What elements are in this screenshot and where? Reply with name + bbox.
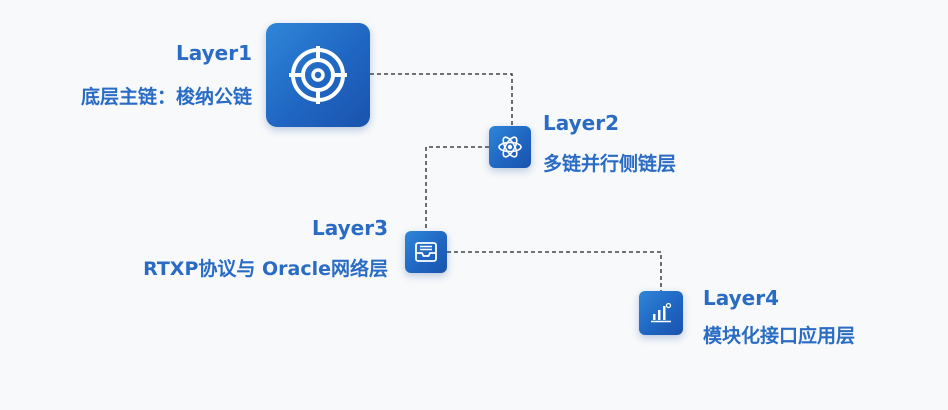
layer4-node[interactable] xyxy=(639,291,683,335)
layer4-subtitle: 模块化接口应用层 xyxy=(703,325,856,347)
layer2-node[interactable] xyxy=(489,126,531,168)
layer4-title: Layer4 xyxy=(703,286,780,310)
layer3-subtitle: RTXP协议与 Oracle网络层 xyxy=(143,258,388,280)
layer1-node[interactable] xyxy=(266,23,370,127)
layer3-title: Layer3 xyxy=(311,216,388,240)
layer3-node[interactable] xyxy=(405,231,447,273)
layer2-subtitle: 多链并行侧链层 xyxy=(543,153,677,175)
layer1-title: Layer1 xyxy=(175,41,252,65)
atom-icon xyxy=(497,134,523,160)
bar-chart-icon xyxy=(649,302,673,324)
layer1-subtitle: 底层主链：梭纳公链 xyxy=(80,86,252,108)
target-icon xyxy=(289,46,347,104)
connector-layer3-layer4 xyxy=(447,251,662,291)
inbox-tray-icon xyxy=(414,241,438,263)
layer2-title: Layer2 xyxy=(543,111,620,135)
connector-layer2-layer3 xyxy=(425,146,489,231)
connector-layer1-layer2 xyxy=(370,73,513,126)
